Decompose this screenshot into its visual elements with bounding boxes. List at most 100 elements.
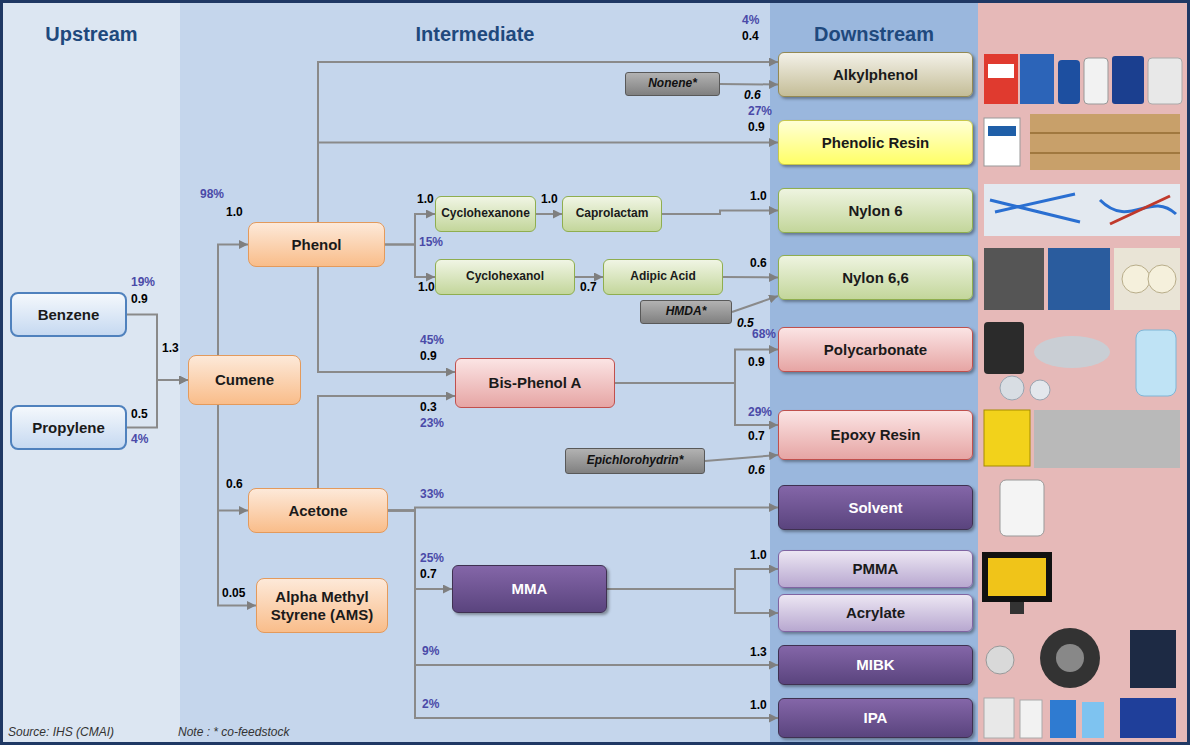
ratio-number: 1.3	[162, 342, 179, 355]
flow-arrow	[536, 213, 562, 215]
ratio-number: 0.4	[742, 30, 759, 43]
monitor-stand	[1010, 602, 1024, 614]
node-label: Bis-Phenol A	[489, 374, 582, 391]
upstream-ground	[3, 3, 180, 742]
node-label: HMDA*	[666, 305, 707, 319]
product-box: IPA	[778, 698, 973, 738]
spray-bottle	[984, 698, 1014, 738]
tyre	[1040, 628, 1100, 688]
bottle	[1020, 700, 1042, 738]
share-percent: 2%	[422, 698, 439, 711]
flow-arrow	[127, 315, 188, 381]
monitor	[982, 552, 1052, 602]
detergent-bottle	[1058, 60, 1080, 104]
glue-label	[988, 126, 1016, 136]
process-box: Phenol	[248, 222, 385, 267]
flow-arrow	[705, 455, 778, 461]
product-box: PMMA	[778, 550, 973, 588]
node-label: Acetone	[288, 502, 347, 519]
share-percent: 23%	[420, 417, 444, 430]
cofeedstock-box: HMDA*	[640, 300, 732, 324]
column-heading: Downstream	[770, 23, 978, 46]
solvent-jug	[1000, 480, 1044, 536]
ratio-number: 0.9	[131, 293, 148, 306]
ink-bottle	[1130, 630, 1176, 688]
flow-arrow	[615, 350, 778, 384]
flow-arrow	[218, 245, 248, 356]
flow-arrow	[388, 511, 452, 590]
node-label: Alpha Methyl Styrene (AMS)	[261, 588, 383, 623]
photo-ground	[978, 3, 1187, 742]
flow-arrow	[388, 511, 778, 666]
node-label: Propylene	[32, 419, 105, 436]
detergent-bag	[984, 54, 1018, 104]
cake-tin	[986, 646, 1014, 674]
process-box: MMA	[452, 565, 607, 613]
flow-arrow	[218, 405, 248, 511]
ratio-number: 1.0	[750, 549, 767, 562]
node-label: Adipic Acid	[630, 270, 696, 284]
disc	[1000, 376, 1024, 400]
wood-floor	[1030, 114, 1180, 170]
footnote: Note : * co-feedstock	[178, 726, 289, 739]
flow-arrow	[388, 511, 778, 719]
node-label: Acrylate	[846, 604, 905, 621]
cable-photo	[984, 184, 1180, 236]
product-box: Polycarbonate	[778, 327, 973, 372]
flow-arrow	[723, 276, 778, 279]
product-box: Epoxy Resin	[778, 410, 973, 460]
ratio-number: 0.05	[222, 587, 245, 600]
node-label: MIBK	[856, 656, 894, 673]
process-box: Cyclohexanol	[435, 259, 575, 295]
node-label: Epoxy Resin	[830, 426, 920, 443]
intermediate-ground	[180, 3, 770, 742]
feedstock-box: Benzene	[10, 292, 127, 337]
ratio-number: 1.0	[750, 190, 767, 203]
disc	[1030, 380, 1050, 400]
epoxy-floor	[1034, 410, 1180, 468]
column-band: DownstreamAlkylphenolPhenolic ResinNylon…	[770, 3, 978, 742]
share-percent: 4%	[742, 14, 759, 27]
detergent-label	[988, 64, 1014, 78]
node-label: Caprolactam	[576, 207, 649, 221]
node-label: Nonene*	[648, 77, 697, 91]
ratio-number: 0.9	[420, 350, 437, 363]
share-percent: 4%	[131, 433, 148, 446]
ratio-number: 0.7	[420, 568, 437, 581]
ratio-number: 1.0	[417, 193, 434, 206]
gearbox	[984, 248, 1044, 310]
ratio-number: 1.0	[541, 193, 558, 206]
flow-arrow	[720, 83, 778, 86]
share-percent: 45%	[420, 334, 444, 347]
thread-spool	[1122, 265, 1150, 293]
product-box: Acrylate	[778, 594, 973, 632]
cable	[990, 194, 1176, 222]
feedstock-box: Propylene	[10, 405, 127, 450]
column-heading: Intermediate	[180, 23, 770, 46]
flow-arrow	[318, 396, 455, 488]
product-box: MIBK	[778, 645, 973, 685]
tablet	[984, 322, 1024, 374]
process-box: Cyclohexanone	[435, 196, 536, 232]
flow-arrow	[732, 296, 778, 312]
process-box: Bis-Phenol A	[455, 358, 615, 408]
electrical-part	[1048, 248, 1110, 310]
ratio-number: 0.7	[748, 430, 765, 443]
car	[1034, 336, 1110, 368]
node-label: Epichlorohydrin*	[587, 454, 684, 468]
ratio-number: 0.5	[737, 317, 754, 330]
share-percent: 15%	[419, 236, 443, 249]
column-band: UpstreamBenzenePropylene	[3, 3, 180, 742]
floor-seam	[1030, 152, 1180, 154]
ratio-number: 0.6	[750, 257, 767, 270]
ratio-number: 0.6	[226, 478, 243, 491]
node-label: Alkylphenol	[833, 66, 918, 83]
bottle	[1120, 698, 1176, 738]
flow-arrow	[388, 508, 778, 511]
ratio-number: 0.6	[748, 464, 765, 477]
ratio-number: 1.3	[750, 646, 767, 659]
downstream-ground	[770, 3, 978, 742]
thread-spool	[1148, 265, 1176, 293]
node-label: Phenol	[291, 236, 341, 253]
